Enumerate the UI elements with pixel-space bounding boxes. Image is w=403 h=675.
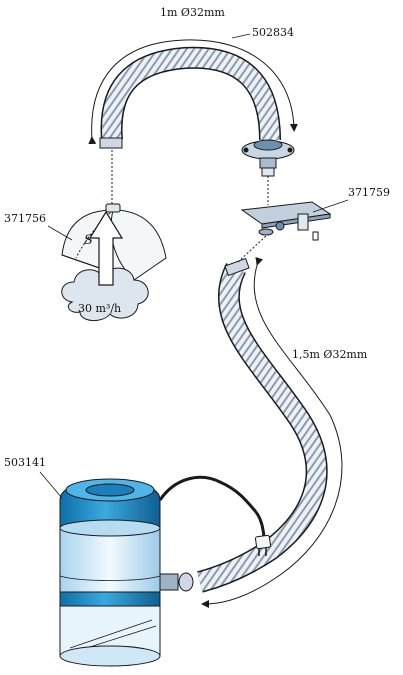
airflow-arrow [88,210,124,286]
upper-hose-502834 [88,39,298,149]
airflow-cloud [61,267,149,321]
hood-part-label: 371756 [4,212,46,225]
power-cord [158,475,272,556]
lower-hose [197,256,343,608]
top-flange [241,139,295,177]
mounting-plate-part-label: 371759 [348,186,390,199]
lower-hose-dimension-label: 1,5m Ø32mm [292,348,368,361]
airflow-label: 30 m³/h [78,302,121,315]
upper-hose-dimension-label: 1m Ø32mm [160,6,225,19]
extractor-unit-503141 [59,478,194,667]
upper-hose-part-label: 502834 [252,26,294,39]
mounting-plate-371759 [240,201,332,241]
svg-text:S: S [84,233,93,248]
extractor-unit-part-label: 503141 [4,456,46,469]
